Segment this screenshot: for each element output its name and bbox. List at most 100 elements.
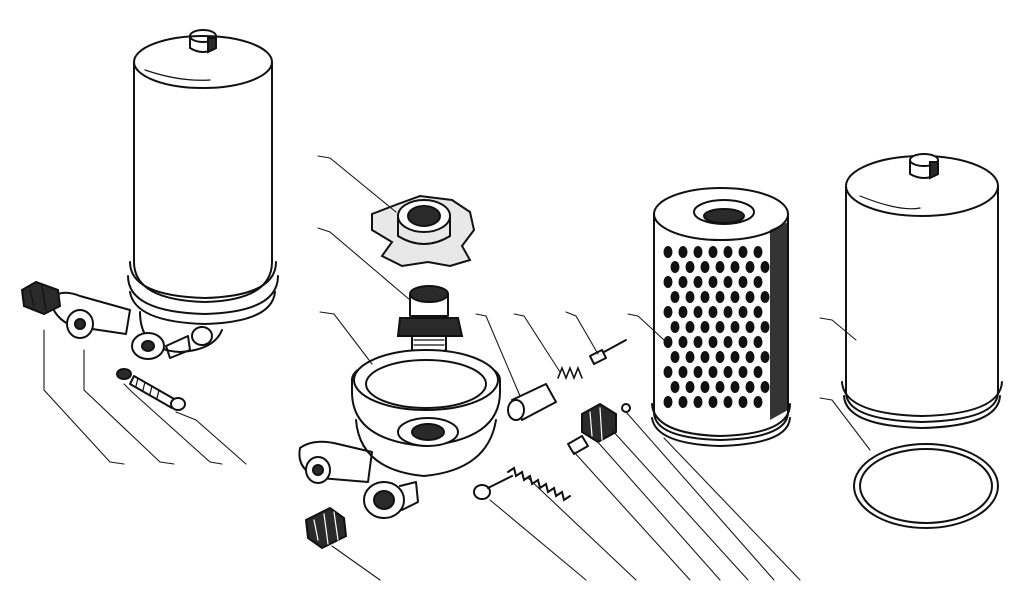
- perforation-hole: [753, 336, 763, 348]
- perforation-hole: [700, 261, 710, 273]
- perforation-hole: [715, 381, 725, 393]
- leader-line: [319, 311, 373, 365]
- leader-line: [573, 451, 691, 581]
- filter-element: [651, 187, 791, 447]
- perforation-hole: [700, 381, 710, 393]
- perforation-hole: [738, 276, 748, 288]
- leader-line: [625, 411, 775, 581]
- perforation-hole: [723, 246, 733, 258]
- filter-perforations: [663, 246, 770, 408]
- perforation-hole: [663, 276, 673, 288]
- perforation-hole: [708, 306, 718, 318]
- filter-housing: [841, 153, 1003, 429]
- leader-line: [43, 329, 125, 465]
- perforation-hole: [678, 246, 688, 258]
- perforation-hole: [670, 321, 680, 333]
- perforation-hole: [753, 306, 763, 318]
- perforation-hole: [730, 321, 740, 333]
- leader-line: [83, 349, 175, 465]
- perforation-hole: [700, 351, 710, 363]
- perforation-hole: [678, 276, 688, 288]
- perforation-hole: [738, 306, 748, 318]
- perforation-hole: [715, 261, 725, 273]
- perforation-hole: [685, 261, 695, 273]
- perforation-hole: [708, 246, 718, 258]
- perforation-hole: [730, 351, 740, 363]
- leader-lines: [43, 155, 871, 581]
- perforation-hole: [663, 366, 673, 378]
- valve-cap-nut: [581, 402, 631, 444]
- leader-line: [819, 317, 857, 341]
- threaded-plug: [304, 506, 348, 550]
- perforation-hole: [678, 306, 688, 318]
- perforation-hole: [693, 336, 703, 348]
- perforation-hole: [760, 381, 770, 393]
- perforation-hole: [670, 381, 680, 393]
- perforation-hole: [708, 336, 718, 348]
- perforation-hole: [730, 261, 740, 273]
- leader-line: [317, 155, 397, 213]
- leader-line: [527, 477, 637, 581]
- perforation-hole: [663, 246, 673, 258]
- perforation-hole: [760, 321, 770, 333]
- perforation-hole: [753, 276, 763, 288]
- perforation-hole: [723, 396, 733, 408]
- perforation-hole: [738, 366, 748, 378]
- leader-line: [331, 545, 381, 581]
- spring-bolt-assembly: [473, 435, 589, 502]
- perforation-hole: [708, 396, 718, 408]
- perforation-hole: [753, 366, 763, 378]
- perforation-hole: [745, 261, 755, 273]
- perforation-hole: [670, 261, 680, 273]
- perforation-hole: [678, 396, 688, 408]
- leader-line: [627, 313, 665, 341]
- leader-line: [663, 437, 801, 581]
- perforation-hole: [760, 261, 770, 273]
- perforation-hole: [700, 291, 710, 303]
- perforation-hole: [663, 396, 673, 408]
- perforation-hole: [753, 246, 763, 258]
- perforation-hole: [700, 321, 710, 333]
- perforation-hole: [760, 351, 770, 363]
- perforation-hole: [723, 306, 733, 318]
- perforation-hole: [730, 381, 740, 393]
- perforation-hole: [708, 366, 718, 378]
- leader-line: [317, 227, 411, 301]
- perforation-hole: [745, 321, 755, 333]
- perforation-hole: [745, 381, 755, 393]
- perforation-hole: [663, 306, 673, 318]
- leader-line: [565, 311, 599, 355]
- perforation-hole: [678, 366, 688, 378]
- filter-head: [298, 349, 501, 519]
- perforation-hole: [753, 396, 763, 408]
- perforation-hole: [738, 336, 748, 348]
- perforation-hole: [723, 276, 733, 288]
- perforation-hole: [715, 291, 725, 303]
- leader-line: [175, 411, 247, 465]
- leader-line: [489, 499, 587, 581]
- leader-line: [475, 313, 521, 397]
- bypass-valve-piston: [507, 383, 557, 421]
- perforation-hole: [685, 351, 695, 363]
- sealing-ring: [853, 443, 999, 529]
- perforation-hole: [670, 291, 680, 303]
- threaded-fitting: [396, 285, 464, 355]
- perforation-hole: [745, 291, 755, 303]
- leader-line: [513, 313, 561, 373]
- perforation-hole: [738, 246, 748, 258]
- perforation-hole: [693, 366, 703, 378]
- leader-line: [123, 383, 223, 465]
- star-retainer: [371, 194, 476, 268]
- valve-spring-small: [557, 365, 583, 381]
- perforation-hole: [715, 351, 725, 363]
- leader-line: [819, 397, 871, 451]
- perforation-hole: [730, 291, 740, 303]
- mounting-bolt: [116, 368, 186, 411]
- perforation-hole: [663, 336, 673, 348]
- perforation-hole: [723, 366, 733, 378]
- perforation-hole: [693, 246, 703, 258]
- perforation-hole: [708, 276, 718, 288]
- valve-pin: [589, 339, 627, 365]
- leader-line: [595, 439, 721, 581]
